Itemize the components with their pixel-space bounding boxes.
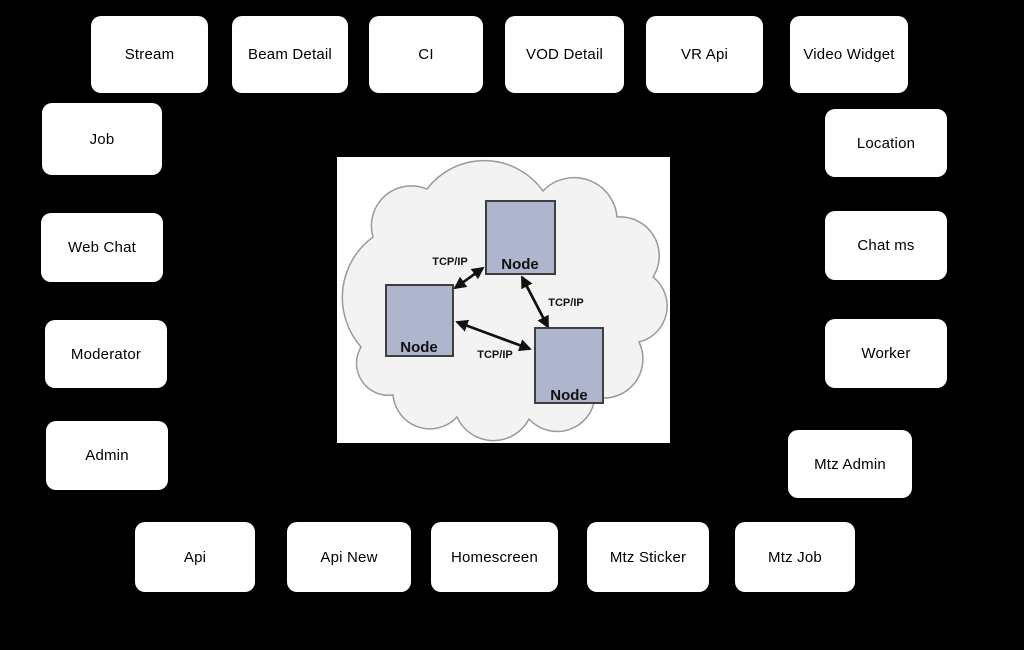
service-node-worker[interactable]: Worker [825, 319, 947, 388]
cloud-node-right [534, 327, 604, 404]
tcpip-label-top-left: TCP/IP [432, 256, 467, 268]
service-node-mtz-sticker[interactable]: Mtz Sticker [587, 522, 709, 592]
service-node-location[interactable]: Location [825, 109, 947, 177]
service-node-mtz-admin[interactable]: Mtz Admin [788, 430, 912, 498]
link-top-left [453, 266, 484, 290]
link-right-left [455, 319, 531, 351]
tcpip-label-right: TCP/IP [548, 297, 583, 309]
service-node-video-widget[interactable]: Video Widget [790, 16, 908, 93]
service-node-vr-api[interactable]: VR Api [646, 16, 763, 93]
service-node-vod-detail[interactable]: VOD Detail [505, 16, 624, 93]
cloud-node-left [385, 284, 454, 357]
link-right-top [520, 275, 550, 328]
service-node-api-new[interactable]: Api New [287, 522, 411, 592]
cloud-node-right-label: Node [550, 387, 588, 404]
service-node-homescreen[interactable]: Homescreen [431, 522, 558, 592]
service-node-stream[interactable]: Stream [91, 16, 208, 93]
service-node-ci[interactable]: CI [369, 16, 483, 93]
service-node-job[interactable]: Job [42, 103, 162, 175]
service-node-beam-detail[interactable]: Beam Detail [232, 16, 348, 93]
service-node-chat-ms[interactable]: Chat ms [825, 211, 947, 280]
service-node-web-chat[interactable]: Web Chat [41, 213, 163, 282]
service-node-admin[interactable]: Admin [46, 421, 168, 490]
tcpip-label-bottom: TCP/IP [477, 349, 512, 361]
network-cloud-image: Node Node Node TCP/IP TCP/IP TCP/IP [337, 157, 670, 443]
service-node-mtz-job[interactable]: Mtz Job [735, 522, 855, 592]
cloud-node-top-label: Node [501, 256, 539, 273]
cloud-node-top [485, 200, 556, 275]
service-node-api[interactable]: Api [135, 522, 255, 592]
cloud-diagram-svg: Node Node Node TCP/IP TCP/IP TCP/IP [341, 159, 668, 442]
service-node-moderator[interactable]: Moderator [45, 320, 167, 388]
cloud-node-left-label: Node [400, 339, 438, 356]
